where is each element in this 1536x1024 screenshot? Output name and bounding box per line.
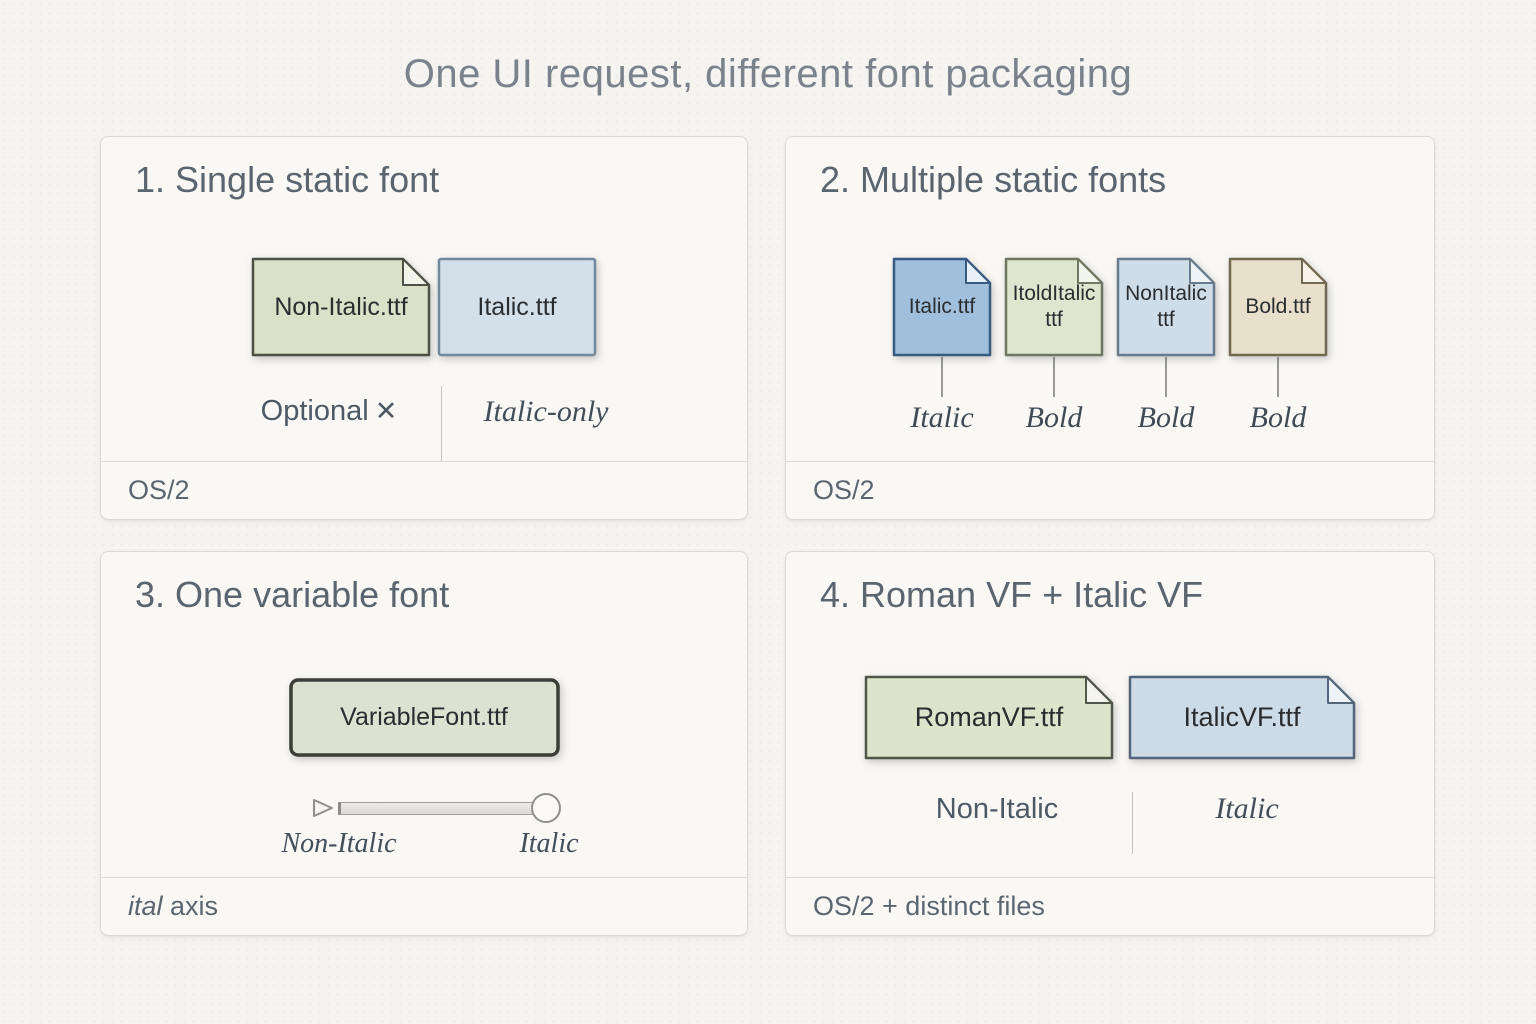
file-label: ItoldItalic ttf [1012,282,1096,331]
panel-one-variable-font: 3. One variable font VariableFont.ttf No… [100,551,748,936]
panel2-files-row: Italic.ttf Italic ItoldItalic ttf Bold [786,257,1434,435]
caption-optional: Optional✕ [260,395,398,427]
caption-divider [441,386,442,461]
document-fold-icon [892,257,992,357]
connector-line [941,357,943,397]
connector-line [1165,357,1167,397]
panel2-heading: 2. Multiple static fonts [820,159,1167,200]
file-nonitalic-ttf: NonItalic ttf [1116,257,1216,357]
document-fold-icon [1128,675,1356,760]
document-fold-icon [1116,257,1216,357]
document-fold-icon [864,675,1114,760]
file-column-bold: Bold.ttf Bold [1228,257,1328,435]
document-fold-icon [251,257,431,357]
caption-divider [1132,792,1133,854]
panel4-heading: 4. Roman VF + Italic VF [820,574,1204,615]
document-fold-icon [1228,257,1328,357]
slider-arrow-icon [313,799,333,817]
panel3-heading: 3. One variable font [135,574,450,615]
axis-label-non-italic: Non-Italic [281,828,397,859]
style-tag: Italic [910,401,974,434]
panel1-heading: 1. Single static font [135,159,440,200]
file-label: Non-Italic.ttf [274,292,408,321]
file-variablefont-ttf: VariableFont.ttf [288,677,561,758]
file-column-bolditalic: ItoldItalic ttf Bold [1004,257,1104,435]
file-label: Bold.ttf [1245,295,1311,319]
panel1-files-row: Non-Italic.ttf Italic.ttf [101,257,747,357]
file-column-italic: Italic.ttf Italic [892,257,992,435]
style-tag: Bold [1025,401,1083,434]
file-itolditalic-ttf: ItoldItalic ttf [1004,257,1104,357]
style-tag: Bold [1249,401,1307,434]
page-title: One UI request, different font packaging [403,52,1133,96]
axis-label-italic: Italic [519,828,579,859]
document-fold-icon [1004,257,1104,357]
axis-word-label: axis [162,891,219,921]
file-italicvf-ttf: ItalicVF.ttf [1128,675,1356,760]
panel2-footer: OS/2 [786,461,1434,519]
document-rounded-icon [288,678,560,757]
panel3-files-row: VariableFont.ttf [101,677,747,758]
panel4-footer: OS/2 + distinct files [786,877,1434,935]
caption-italic-only: Italic-only [483,395,609,428]
panel3-footer: ital axis [101,877,747,935]
panel-multiple-static-fonts: 2. Multiple static fonts Italic.ttf Ital… [785,136,1435,520]
panel4-footer-label: OS/2 + distinct files [813,891,1045,921]
panel-single-static-font: 1. Single static font Non-Italic.ttf Ita… [100,136,748,520]
document-rect-icon [437,257,597,357]
panel1-footer: OS/2 [101,461,747,519]
axis-tag-label: ital [128,891,163,921]
caption-italic: Italic [1215,792,1279,825]
file-italic-ttf: Italic.ttf [437,257,597,357]
file-non-italic-ttf: Non-Italic.ttf [251,257,431,357]
panel2-footer-label: OS/2 [813,475,875,505]
file-label: VariableFont.ttf [340,703,508,732]
connector-line [1053,357,1055,397]
panel4-files-row: RomanVF.ttf ItalicVF.ttf [786,675,1434,760]
style-tag: Bold [1137,401,1195,434]
file-romanvf-ttf: RomanVF.ttf [864,675,1114,760]
panel-roman-vf-italic-vf: 4. Roman VF + Italic VF RomanVF.ttf Ital… [785,551,1435,936]
x-mark-icon: ✕ [374,396,398,426]
file-label: Italic.ttf [908,295,976,319]
file-label: RomanVF.ttf [914,702,1064,733]
slider-track [338,802,546,815]
file-label: NonItalic ttf [1125,282,1207,331]
slider-knob [531,793,561,823]
caption-non-italic: Non-Italic [935,793,1059,825]
connector-line [1277,357,1279,397]
file-label: Italic.ttf [477,292,557,321]
file-column-nonitalic: NonItalic ttf Bold [1116,257,1216,435]
file-bold-ttf: Bold.ttf [1228,257,1328,357]
file-italic-ttf: Italic.ttf [892,257,992,357]
panel1-footer-label: OS/2 [128,475,190,505]
file-label: ItalicVF.ttf [1183,702,1301,733]
